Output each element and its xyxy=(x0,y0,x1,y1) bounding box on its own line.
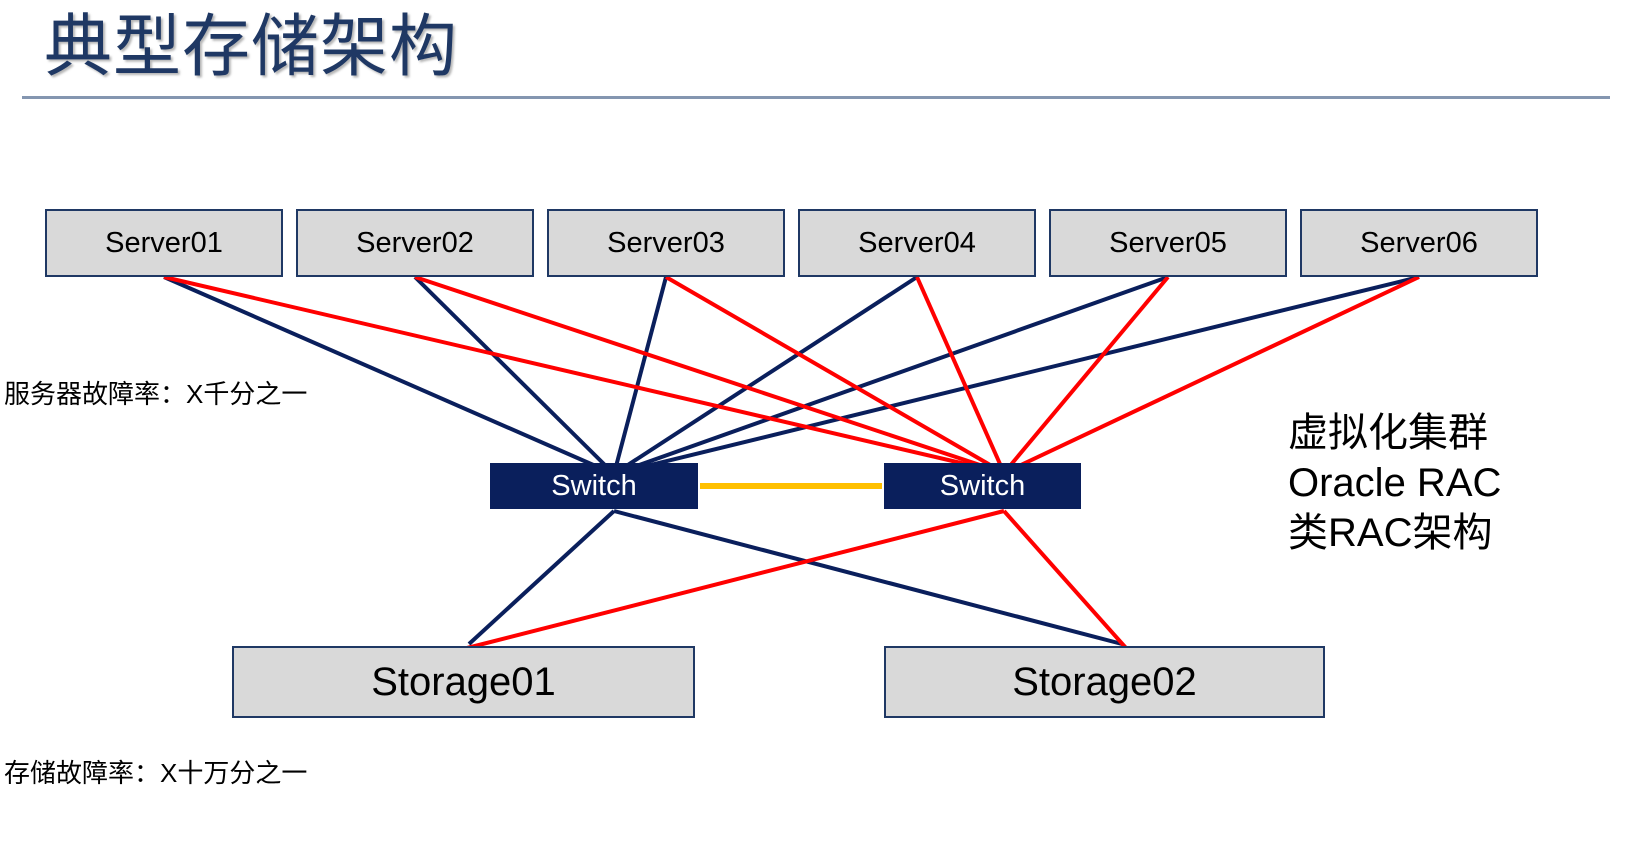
node-storage01[interactable]: Storage01 xyxy=(232,646,695,718)
node-server04[interactable]: Server04 xyxy=(798,209,1036,277)
annotation-oracle-rac: Oracle RAC xyxy=(1288,461,1502,505)
node-storage01-label: Storage01 xyxy=(371,659,556,704)
note-storage-failure-rate: 存储故障率：X十万分之一 xyxy=(4,758,308,788)
title-divider xyxy=(22,96,1610,99)
link-server02-switchB xyxy=(414,275,1005,475)
link-server06-switchB xyxy=(1003,275,1420,475)
annotation-rac-like-architecture: 类RAC架构 xyxy=(1288,511,1493,555)
node-server05-label: Server05 xyxy=(1109,226,1227,259)
node-switch-b[interactable]: Switch xyxy=(884,463,1081,509)
node-server01[interactable]: Server01 xyxy=(45,209,283,277)
link-server03-switchB xyxy=(664,275,1006,475)
node-storage02-label: Storage02 xyxy=(1012,659,1197,704)
right-annotation-block: 虚拟化集群 Oracle RAC 类RAC架构 xyxy=(1288,408,1501,558)
links-switchA-to-storage xyxy=(467,509,1123,646)
links-to-switch-b xyxy=(163,275,1420,475)
link-switchB-storage01 xyxy=(466,509,1005,650)
node-storage02[interactable]: Storage02 xyxy=(884,646,1325,718)
node-switch-a[interactable]: Switch xyxy=(490,463,698,509)
link-server01-switchB xyxy=(163,275,1005,475)
node-server06[interactable]: Server06 xyxy=(1300,209,1538,277)
link-server02-switchA xyxy=(413,275,616,476)
link-server05-switchB xyxy=(1002,275,1170,475)
link-switchA-storage02 xyxy=(613,509,1123,646)
link-server06-switchA xyxy=(613,275,1420,476)
link-server05-switchA xyxy=(613,275,1169,476)
link-switchA-storage01 xyxy=(467,509,616,646)
node-switch-a-label: Switch xyxy=(551,469,637,502)
node-server04-label: Server04 xyxy=(858,226,976,259)
node-server03[interactable]: Server03 xyxy=(547,209,785,277)
node-server01-label: Server01 xyxy=(105,226,223,259)
link-server03-switchA xyxy=(612,276,668,475)
link-server04-switchB xyxy=(915,276,1006,474)
annotation-virtualization-cluster: 虚拟化集群 xyxy=(1288,411,1488,455)
node-server06-label: Server06 xyxy=(1360,226,1478,259)
node-server03-label: Server03 xyxy=(607,226,725,259)
node-server02[interactable]: Server02 xyxy=(296,209,534,277)
note-server-failure-rate: 服务器故障率：X千分之一 xyxy=(4,379,308,409)
node-switch-b-label: Switch xyxy=(939,469,1026,502)
link-server04-switchA xyxy=(612,275,919,476)
link-server01-switchA xyxy=(163,275,615,476)
node-server02-label: Server02 xyxy=(356,226,474,259)
node-server05[interactable]: Server05 xyxy=(1049,209,1287,277)
page-title: 典型存储架构 xyxy=(44,9,459,85)
link-switchB-storage02 xyxy=(1002,509,1128,650)
links-to-switch-a xyxy=(163,275,1420,476)
links-switchB-to-storage xyxy=(466,509,1128,650)
